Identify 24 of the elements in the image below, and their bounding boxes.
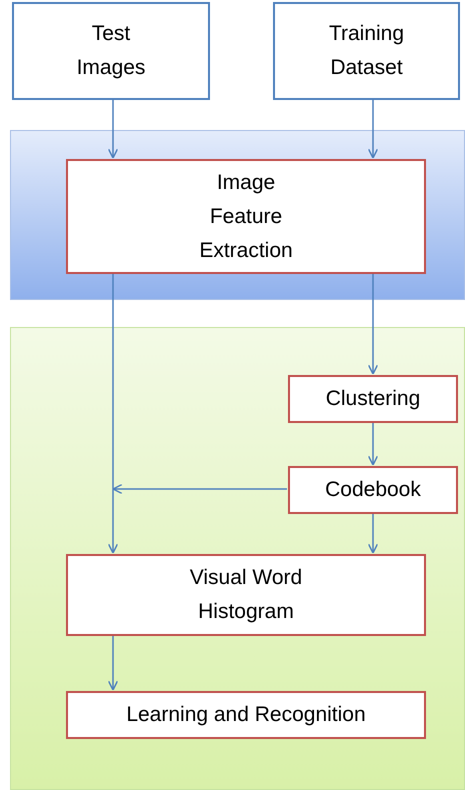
arrow	[112, 484, 287, 494]
panel-background	[10, 130, 465, 300]
box-label: Learning and Recognition	[126, 702, 366, 728]
box-label: Codebook	[325, 477, 421, 503]
arrow	[108, 635, 118, 691]
process-box	[66, 554, 426, 636]
input-box	[273, 2, 460, 100]
panel-background	[10, 327, 465, 790]
arrow	[368, 422, 378, 466]
box-label: Test Images	[76, 21, 146, 81]
arrow	[108, 273, 118, 554]
box-label: Image Feature Extraction	[198, 170, 294, 264]
process-box	[288, 375, 458, 423]
process-box	[66, 691, 426, 739]
process-box	[66, 159, 426, 274]
box-label: Training Dataset	[328, 21, 406, 81]
arrow	[368, 513, 378, 554]
box-label: Clustering	[326, 386, 420, 412]
arrow	[108, 100, 118, 159]
box-label: Visual Word Histogram	[188, 565, 304, 625]
process-box	[288, 466, 458, 514]
input-box	[12, 2, 210, 100]
arrow	[368, 273, 378, 375]
arrow	[368, 100, 378, 159]
